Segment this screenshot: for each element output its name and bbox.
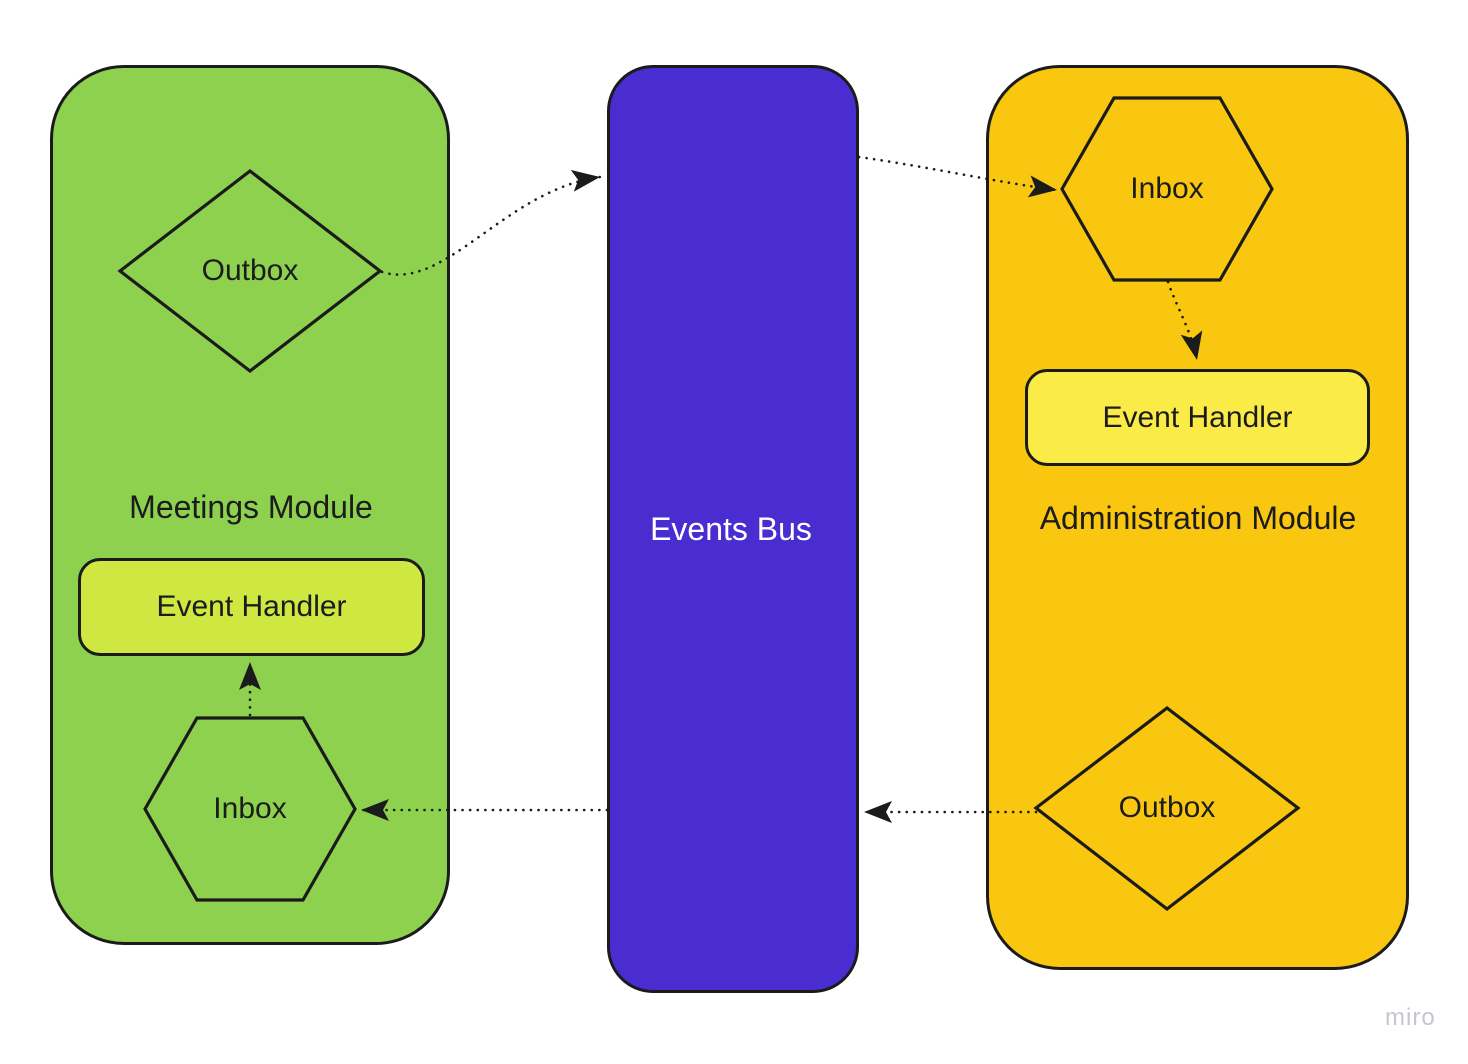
meetings-module-container[interactable] bbox=[50, 65, 450, 945]
administration-event-handler-label: Event Handler bbox=[1102, 400, 1293, 434]
miro-watermark: miro bbox=[1385, 1004, 1436, 1031]
connector-events-bus-to-administration-inbox[interactable] bbox=[857, 155, 1059, 198]
administration-inbox-label: Inbox bbox=[1130, 172, 1204, 205]
administration-module-container[interactable] bbox=[986, 65, 1409, 970]
administration-outbox-label: Outbox bbox=[1118, 791, 1216, 824]
meetings-module-title: Meetings Module bbox=[129, 488, 373, 525]
connector-meetings-outbox-to-events-bus[interactable] bbox=[380, 169, 602, 276]
administration-inbox-hexagon[interactable] bbox=[1060, 96, 1274, 282]
administration-outbox-diamond[interactable] bbox=[1033, 705, 1301, 912]
meetings-outbox-diamond[interactable] bbox=[117, 168, 383, 374]
events-bus-container[interactable] bbox=[607, 65, 859, 993]
meetings-outbox-label: Outbox bbox=[201, 254, 299, 287]
meetings-event-handler-label: Event Handler bbox=[156, 590, 347, 623]
meetings-event-handler-box[interactable]: Event Handler bbox=[78, 558, 425, 656]
events-bus-title: Events Bus bbox=[650, 510, 812, 547]
connector-administration-inbox-to-event-handler[interactable] bbox=[1166, 280, 1203, 362]
administration-module-title: Administration Module bbox=[1039, 499, 1357, 536]
meetings-inbox-hexagon[interactable] bbox=[143, 716, 357, 902]
meetings-inbox-label: Inbox bbox=[213, 792, 287, 825]
administration-event-handler-box[interactable]: Event Handler bbox=[1025, 369, 1370, 466]
